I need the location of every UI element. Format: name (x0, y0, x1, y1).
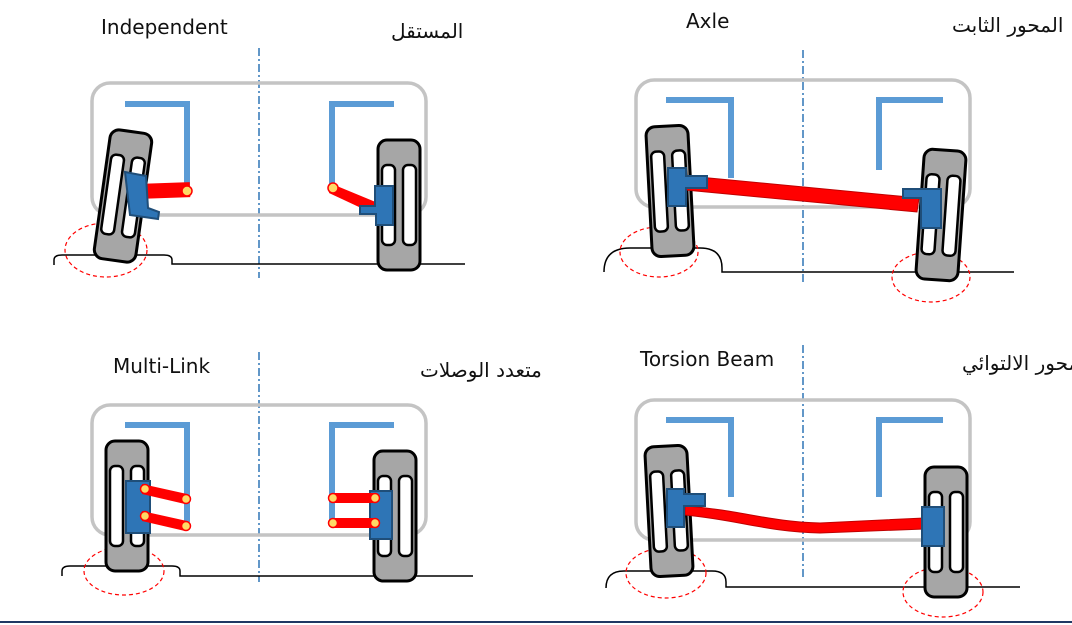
hub-left (666, 488, 706, 528)
lower-link-left (142, 511, 187, 531)
bracket-right (876, 417, 943, 497)
torsion-beam (684, 505, 925, 534)
bracket-right (329, 422, 394, 522)
panel-torsion-beam: Torsion Beam المحور الالتوائي (605, 345, 1072, 618)
contact-patch-ellipse (891, 251, 971, 303)
joint (327, 182, 339, 194)
ground-line (605, 570, 1020, 589)
contact-patch-ellipse (619, 226, 699, 278)
joint (139, 483, 151, 495)
bracket-left (125, 422, 190, 522)
label-independent-ar: المستقل (391, 19, 463, 43)
hub-right (359, 185, 394, 226)
label-multilink-ar: متعدد الوصلات (420, 358, 542, 382)
joint (369, 492, 381, 504)
label-torsion-ar: المحور الالتوائي (962, 351, 1072, 376)
car-body-frame (634, 78, 972, 209)
ground-line (53, 254, 465, 265)
label-axle-en: Axle (686, 9, 729, 33)
hub-right (921, 506, 945, 547)
ground-line (61, 565, 473, 577)
panel-independent: Independent المستقل (53, 15, 465, 278)
car-body-frame (634, 398, 972, 542)
control-arm-left (139, 182, 191, 199)
joint (181, 185, 193, 197)
label-torsion-en: Torsion Beam (639, 347, 774, 371)
joint (369, 517, 381, 529)
bracket-right (876, 97, 943, 170)
joint (180, 520, 192, 532)
bracket-left (125, 101, 190, 187)
label-axle-ar: المحور الثابت (952, 13, 1063, 37)
hub-left (123, 170, 161, 221)
panel-multilink: Multi-Link متعدد الوصلات (61, 352, 542, 596)
joint (327, 492, 339, 504)
car-body-frame (90, 81, 428, 217)
contact-patch-ellipse (83, 546, 165, 596)
panel-axle: Axle المحور الثابت (603, 9, 1063, 303)
hub-left (667, 167, 708, 207)
joint (139, 510, 151, 522)
bracket-right (329, 101, 394, 187)
joint (180, 493, 192, 505)
car-body-frame (90, 403, 428, 537)
upper-link-right (332, 493, 376, 503)
bracket-left (666, 417, 734, 497)
ground-line (603, 247, 1014, 273)
label-multilink-en: Multi-Link (113, 354, 210, 378)
upper-link-left (142, 484, 187, 504)
hub-right (902, 188, 942, 229)
joint (327, 517, 339, 529)
bracket-left (666, 97, 734, 178)
lower-link-right (332, 518, 376, 528)
label-independent-en: Independent (101, 15, 228, 39)
